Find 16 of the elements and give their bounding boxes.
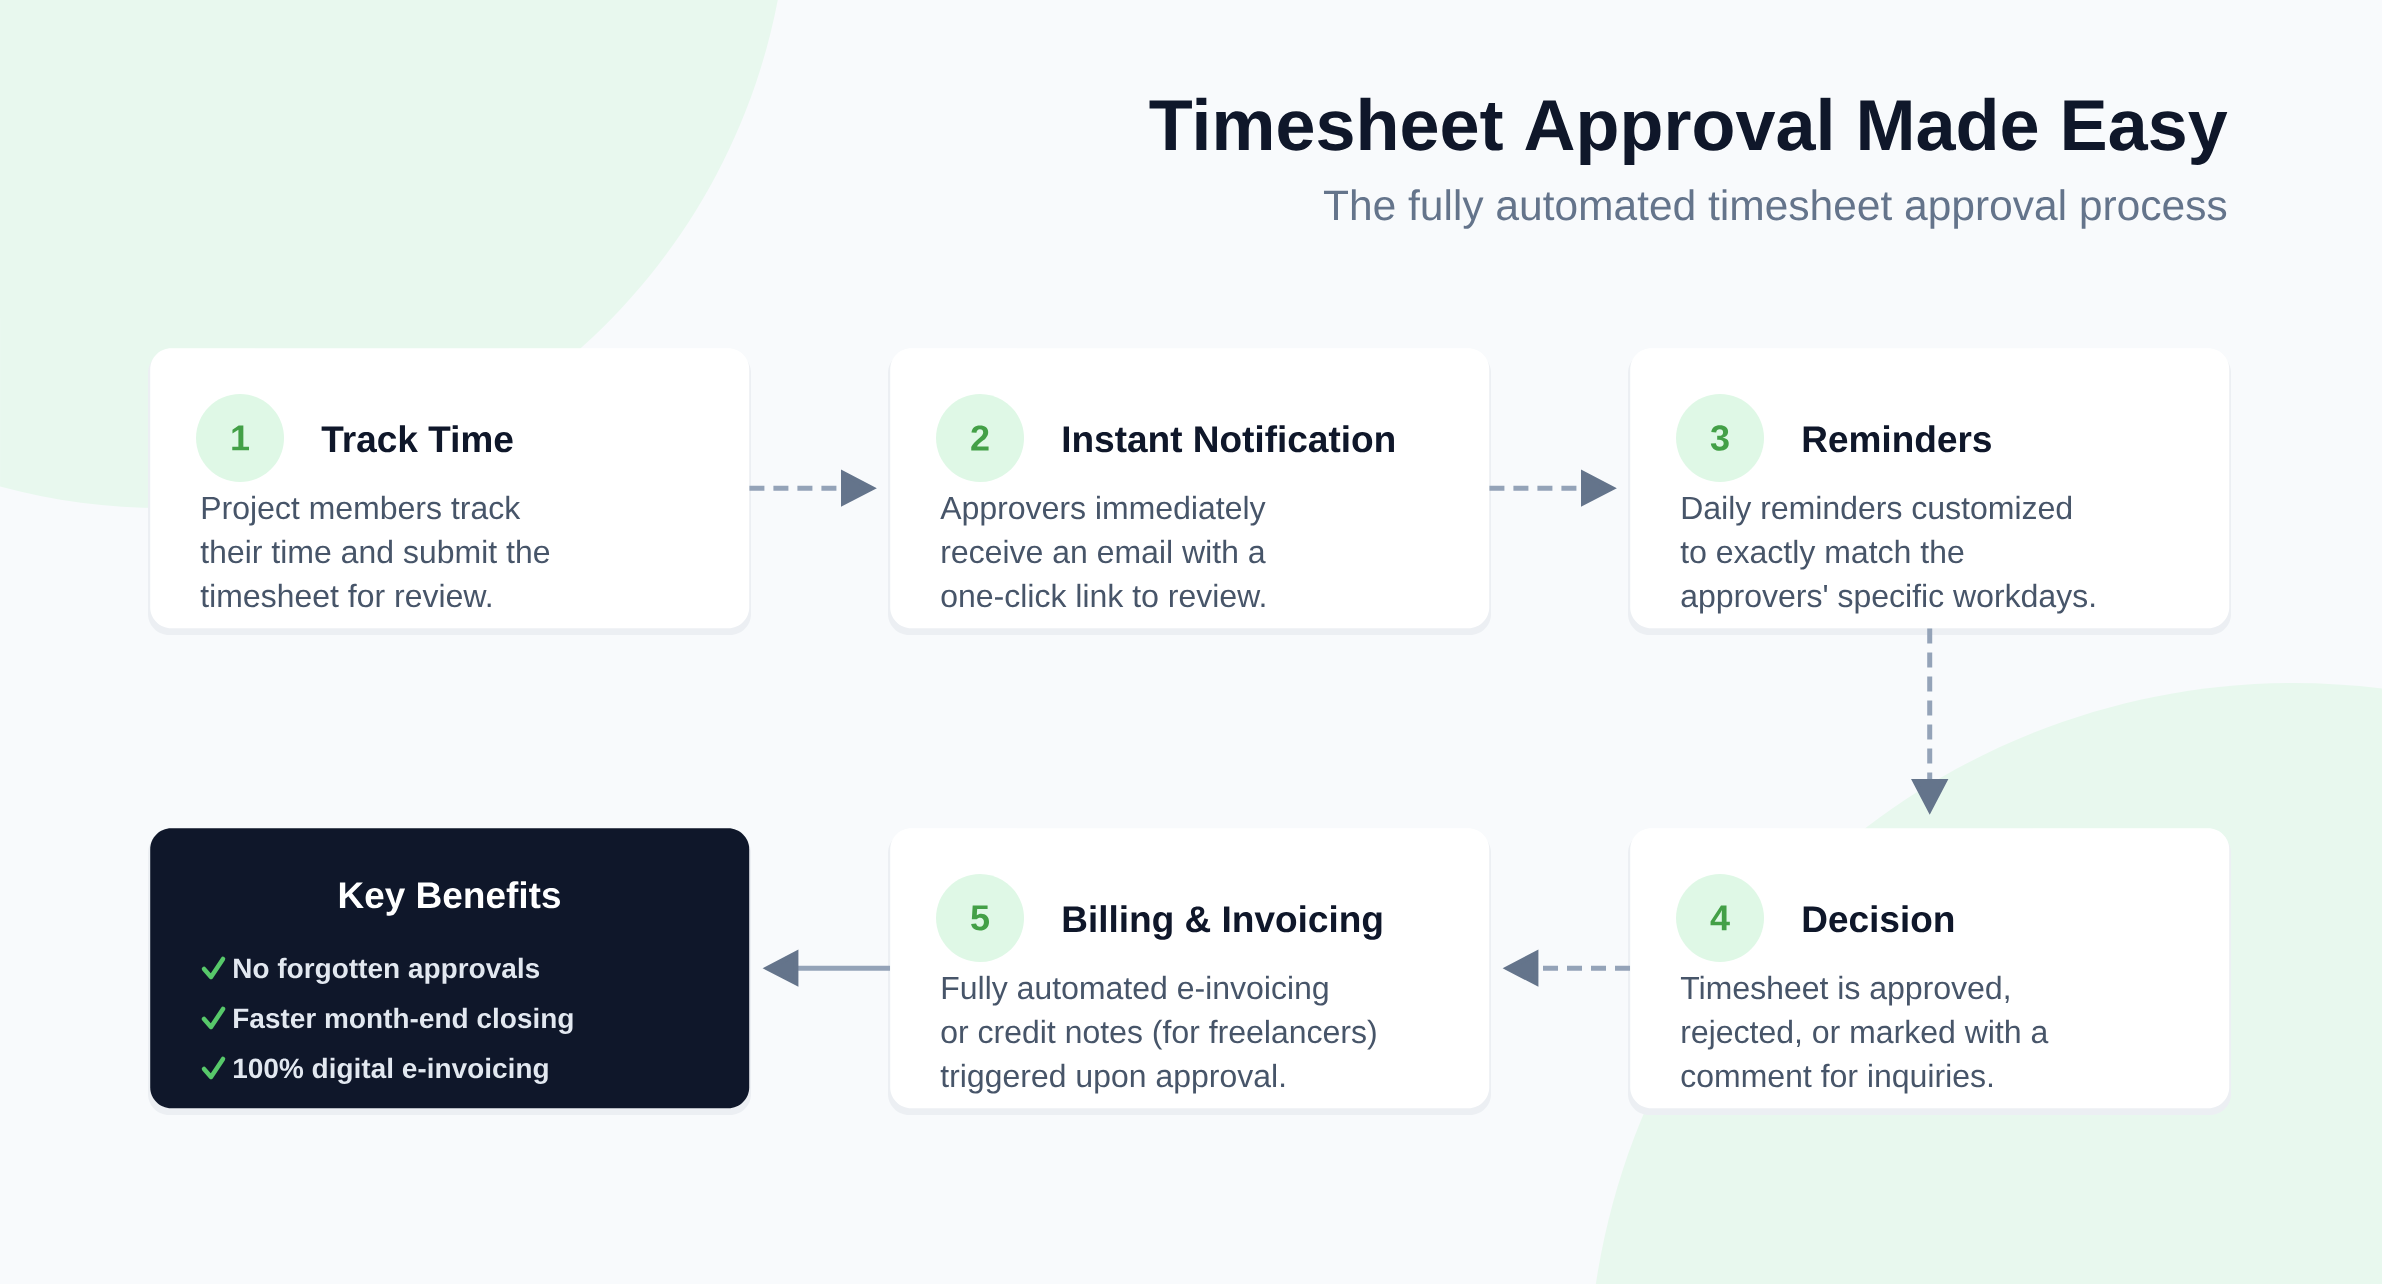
step-title: Reminders	[1803, 425, 1991, 453]
step-description: Approvers immediately receive an email with a one-click link to review.	[940, 495, 1266, 608]
step-description: Daily reminders customized to exactly match the approvers' specific workdays.	[1680, 495, 2095, 614]
step-title: Track Time	[321, 425, 513, 453]
panel-title: Key Benefits	[339, 881, 560, 916]
step-description: Project members track their time and submit the timesheet for review.	[200, 495, 550, 608]
step-description: Fully automated e-invoicing or credit notes (for freelancers) triggered upon approval.	[940, 975, 1376, 1094]
step-description: Timesheet is approved, rejected, or marked with a comment for inquiries.	[1680, 975, 2049, 1094]
title: Timesheet Approval Made Easy	[1149, 97, 2228, 165]
subtitle: The fully automated timesheet approval process	[1324, 189, 2227, 229]
step-title: Instant Notification	[1063, 425, 1394, 453]
benefit-item: No forgotten approvals	[234, 957, 540, 984]
benefit-item: 100% digital e-invoicing	[233, 1057, 548, 1084]
step-title: Billing & Invoicing	[1063, 905, 1382, 940]
benefit-item: Faster month-end closing	[234, 1007, 573, 1034]
step-title: Decision	[1803, 905, 1954, 933]
